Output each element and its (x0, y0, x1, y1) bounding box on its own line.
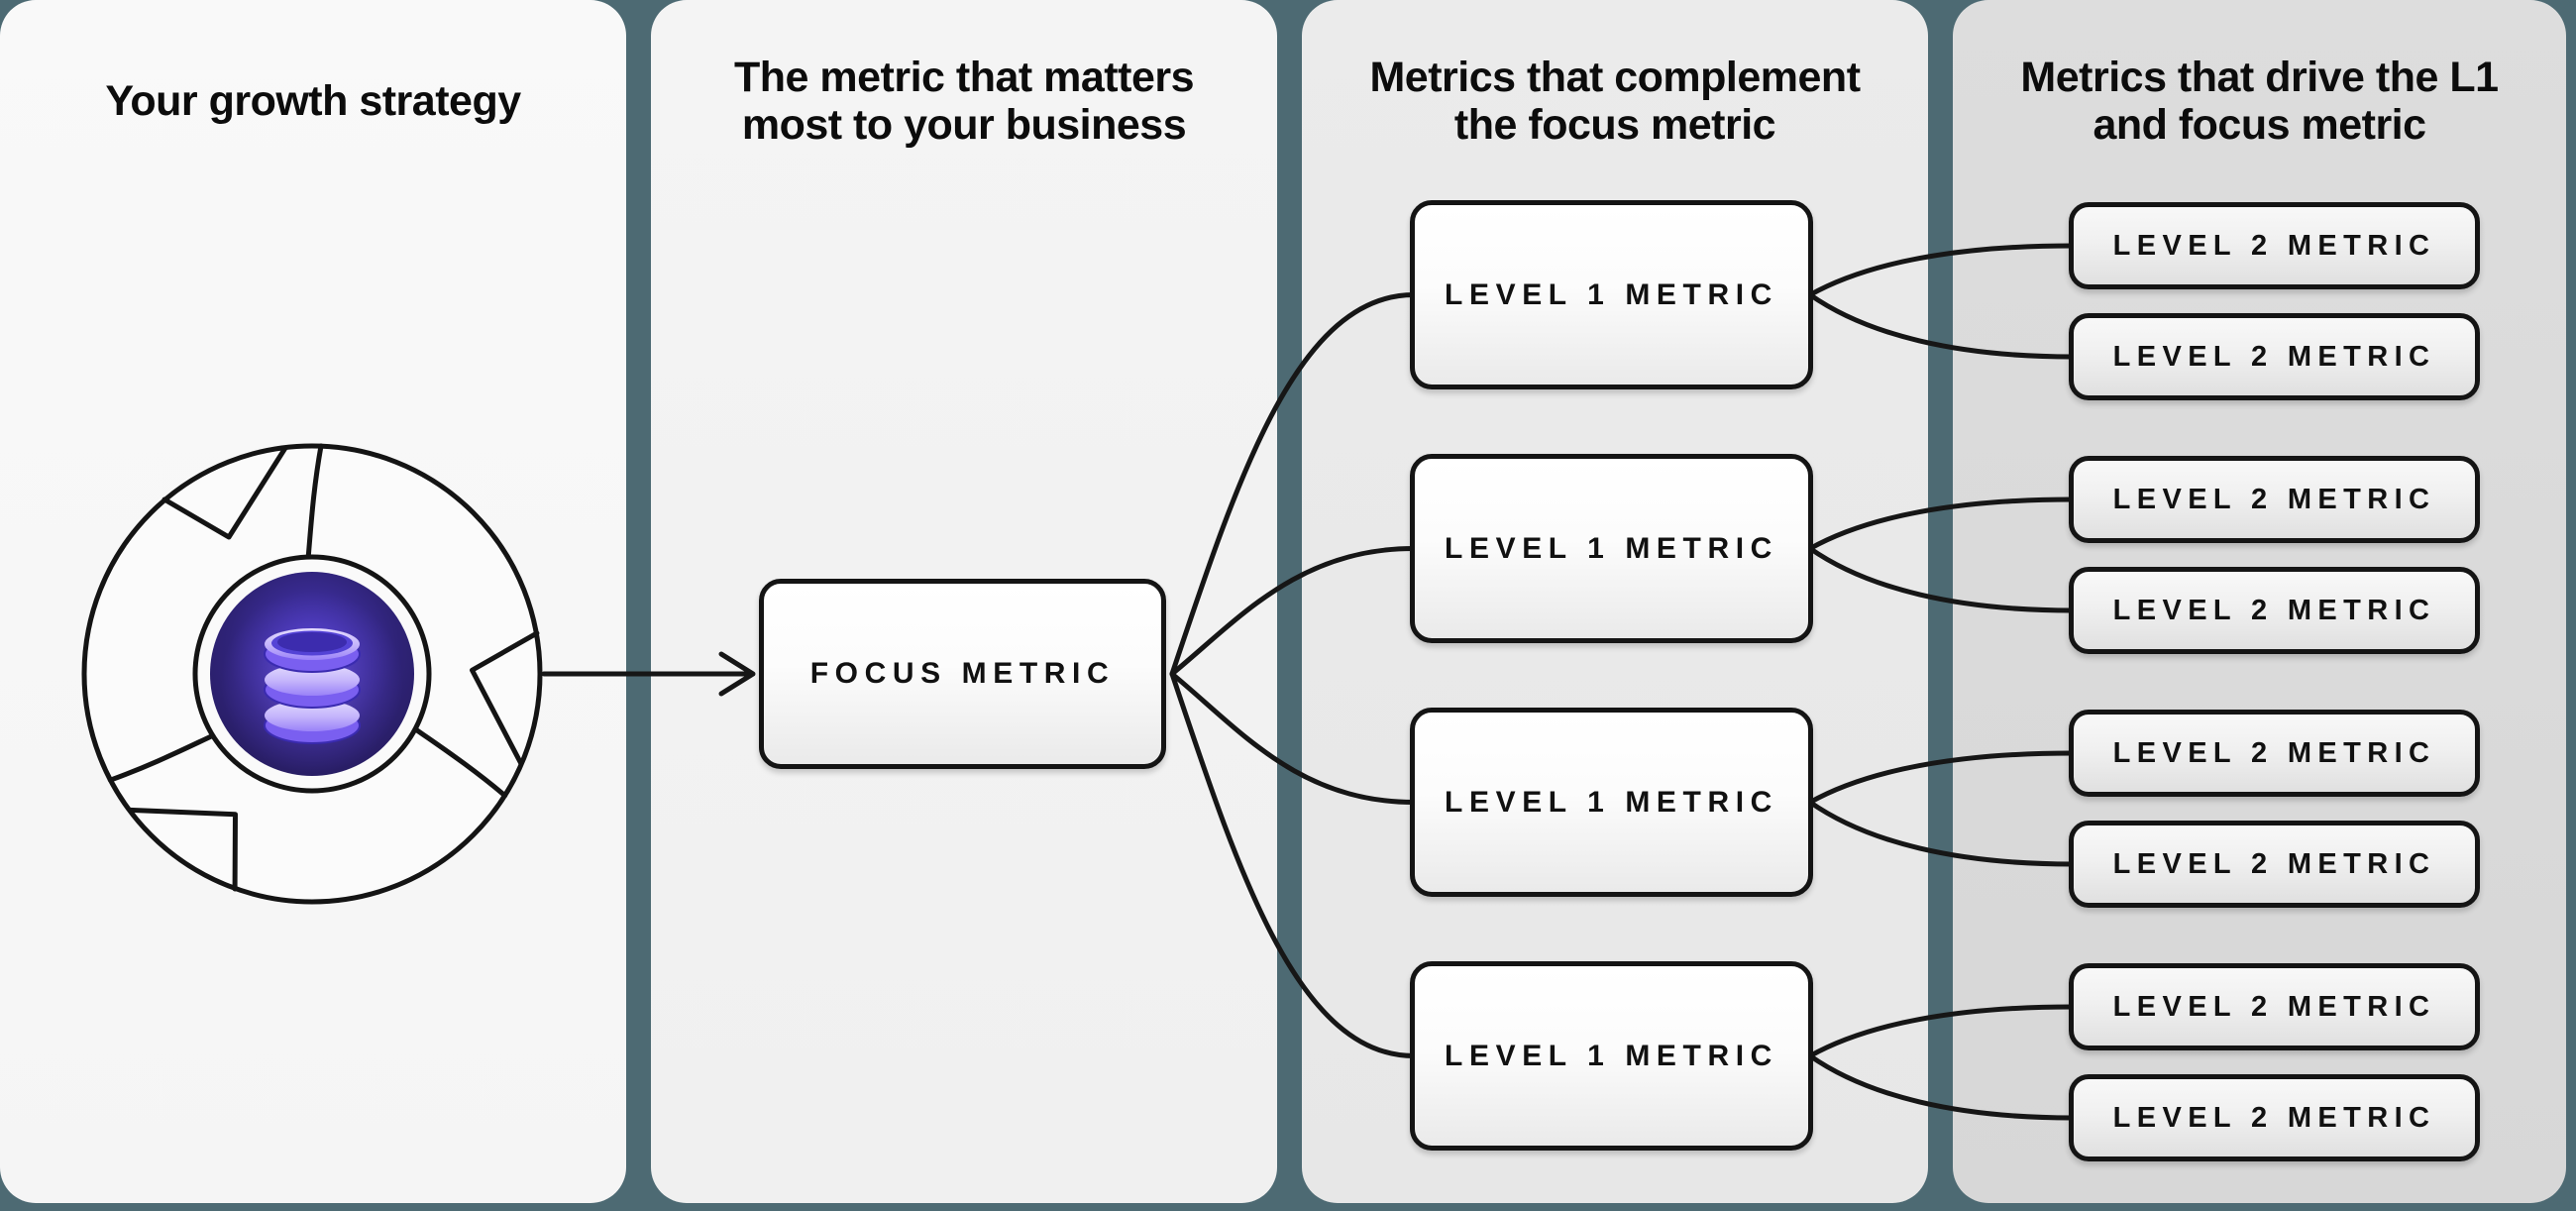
level1-metric-label: LEVEL 1 METRIC (1445, 1039, 1778, 1072)
focus-metric-node: FOCUS METRIC (759, 579, 1166, 769)
level2-metric-node: LEVEL 2 METRIC (2069, 710, 2480, 797)
level2-metric-node: LEVEL 2 METRIC (2069, 821, 2480, 908)
level1-metric-node: LEVEL 1 METRIC (1410, 200, 1813, 389)
level2-metric-node: LEVEL 2 METRIC (2069, 202, 2480, 289)
panel-title-line: the focus metric (1453, 101, 1776, 149)
level1-metric-label: LEVEL 1 METRIC (1445, 785, 1778, 819)
level2-metric-node: LEVEL 2 METRIC (2069, 456, 2480, 543)
panel-growth-strategy: Your growth strategy (0, 0, 626, 1203)
level2-metric-node: LEVEL 2 METRIC (2069, 963, 2480, 1050)
panel-title-line: most to your business (741, 101, 1187, 149)
level2-metric-label: LEVEL 2 METRIC (2112, 847, 2436, 880)
level1-metric-node: LEVEL 1 METRIC (1410, 454, 1813, 643)
level1-metric-node: LEVEL 1 METRIC (1410, 708, 1813, 897)
panel-title-level1-metrics: Metrics that complement the focus metric (1302, 52, 1928, 151)
panel-title-line: The metric that matters (733, 54, 1195, 101)
level2-metric-node: LEVEL 2 METRIC (2069, 1074, 2480, 1161)
level2-metric-label: LEVEL 2 METRIC (2112, 229, 2436, 262)
panel-title-line: Metrics that complement (1369, 54, 1861, 101)
level2-metric-node: LEVEL 2 METRIC (2069, 313, 2480, 400)
level2-metric-label: LEVEL 2 METRIC (2112, 736, 2436, 769)
level1-metric-label: LEVEL 1 METRIC (1445, 531, 1778, 565)
level2-metric-label: LEVEL 2 METRIC (2112, 1101, 2436, 1134)
level2-metric-label: LEVEL 2 METRIC (2112, 594, 2436, 626)
level2-metric-label: LEVEL 2 METRIC (2112, 990, 2436, 1023)
level1-metric-label: LEVEL 1 METRIC (1445, 277, 1778, 311)
panel-title-growth-strategy: Your growth strategy (0, 52, 626, 151)
panel-title-line: and focus metric (2093, 101, 2426, 149)
level2-metric-node: LEVEL 2 METRIC (2069, 567, 2480, 654)
level2-metric-label: LEVEL 2 METRIC (2112, 340, 2436, 373)
panel-title-line: Metrics that drive the L1 (2020, 54, 2499, 101)
panel-title-level2-metrics: Metrics that drive the L1 and focus metr… (1953, 52, 2566, 151)
focus-metric-label: FOCUS METRIC (809, 657, 1116, 690)
panel-title-line: Your growth strategy (105, 77, 521, 125)
level2-metric-label: LEVEL 2 METRIC (2112, 483, 2436, 515)
level1-metric-node: LEVEL 1 METRIC (1410, 961, 1813, 1151)
panel-title-focus-metric: The metric that matters most to your bus… (651, 52, 1277, 151)
